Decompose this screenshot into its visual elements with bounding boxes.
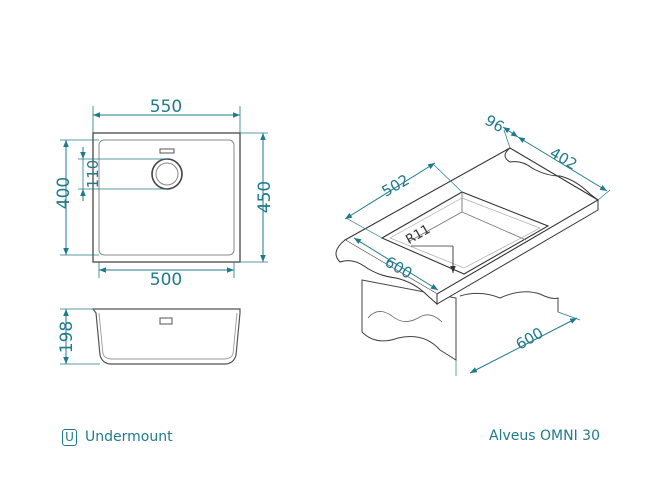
bowl-profile-inner (98, 312, 238, 360)
dim-ledge: 96 (482, 111, 519, 149)
dim-bowl-depth-value: 400 (54, 177, 74, 209)
dim-bowl-depth: 400 (54, 139, 99, 256)
bowl-profile-outer (91, 308, 241, 365)
dim-bowl-width-value: 500 (150, 270, 182, 290)
dim-bowl-width: 500 (98, 262, 235, 290)
dim-overall-width-value: 550 (150, 97, 182, 117)
dim-drain-diameter: 110 (78, 147, 167, 201)
sink-bowl-outline (98, 139, 235, 256)
isometric-view: 96 402 502 R11 600 (335, 111, 611, 376)
dim-overall-depth: 450 (240, 132, 275, 263)
dim-bowl-height-value: 198 (57, 321, 77, 353)
dim-overall-width: 550 (92, 97, 241, 133)
undermount-icon: U (62, 428, 77, 446)
mount-type-indicator: U Undermount (62, 426, 173, 448)
top-view: 550 500 450 400 (54, 97, 275, 290)
dim-cabinet-depth: 600 (455, 311, 581, 376)
sink-outer-outline (92, 132, 241, 263)
cabinet-wavy-bottom (367, 311, 443, 323)
dim-drain-diameter-value: 110 (84, 160, 102, 189)
model-name: Alveus OMNI 30 (489, 428, 600, 444)
bowl-interior-walls (407, 192, 527, 243)
dim-overall-depth-value: 450 (255, 181, 275, 213)
dim-cabinet-depth-value: 600 (513, 324, 547, 354)
dim-bowl-height: 198 (57, 308, 100, 365)
bowl-inner-rim (389, 197, 541, 269)
dim-ledge-value: 96 (482, 111, 508, 136)
mount-type-label: Undermount (85, 429, 173, 445)
cabinet-right-panel (459, 291, 559, 312)
dim-bowl-width-iso-value: 402 (547, 144, 581, 174)
drain-inner (155, 162, 179, 186)
side-view: 198 (57, 308, 241, 365)
dim-bowl-length-iso-value: 502 (379, 171, 413, 201)
overflow-outlet (159, 317, 173, 325)
overflow-slot (159, 148, 175, 154)
